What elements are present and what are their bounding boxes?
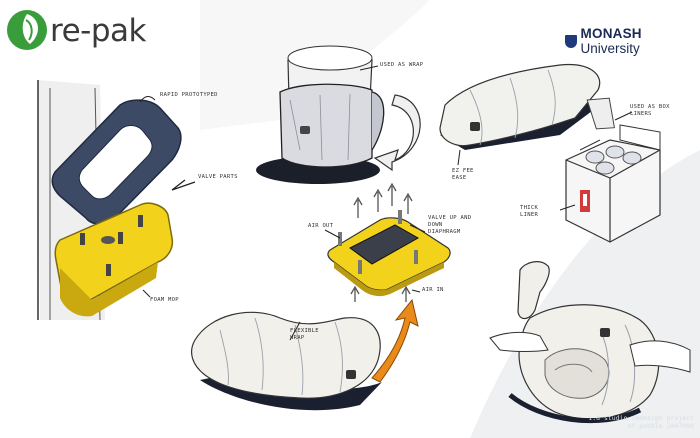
re-pak-logo-icon xyxy=(7,10,47,50)
label-used-as-box-liners: USED AS BOX LINERS xyxy=(630,104,670,117)
wrapped-cup-sketch xyxy=(256,45,421,184)
valve-parts-sketch xyxy=(37,80,196,321)
footer-line-2: of pebble 2447090 xyxy=(627,422,694,430)
university-logo: MONASH University xyxy=(565,26,700,56)
flexible-wrap-sketch xyxy=(191,311,382,411)
label-rapid-prototyped: RAPID PROTOTYPED xyxy=(160,92,218,98)
label-air-in: AIR IN xyxy=(422,287,444,293)
university-name-bold: MONASH xyxy=(580,26,642,41)
rolled-wrap-sketch xyxy=(489,261,691,424)
project-footer: i.d studio redesign project of pebble 24… xyxy=(588,414,694,430)
label-valve-parts: VALVE PARTS xyxy=(198,174,238,180)
brand-logo-text: re-pak xyxy=(50,13,146,49)
box-liner-sketch xyxy=(559,97,661,243)
label-thick-liner: THICK LINER xyxy=(520,205,539,218)
orange-arrow-icon xyxy=(371,298,419,383)
university-name-regular: University xyxy=(580,41,640,56)
flat-pad-sketch xyxy=(439,63,601,166)
footer-line-1: i.d studio redesign project xyxy=(588,414,694,422)
label-ez-fee-ease: EZ FEE EASE xyxy=(452,168,474,181)
label-used-as-wrap: USED AS WRAP xyxy=(380,62,424,68)
label-foam-mop: FOAM MOP xyxy=(150,297,179,303)
center-valve-sketch xyxy=(324,182,451,302)
label-flexible-wrap: FLEXIBLE WRAP xyxy=(290,328,319,341)
label-air-out: AIR OUT xyxy=(308,223,334,229)
monash-crest-icon xyxy=(565,34,577,48)
label-valve-diaphragm: VALVE UP AND DOWN DIAPHRAGM xyxy=(428,215,472,235)
university-name: MONASH University xyxy=(581,26,700,56)
